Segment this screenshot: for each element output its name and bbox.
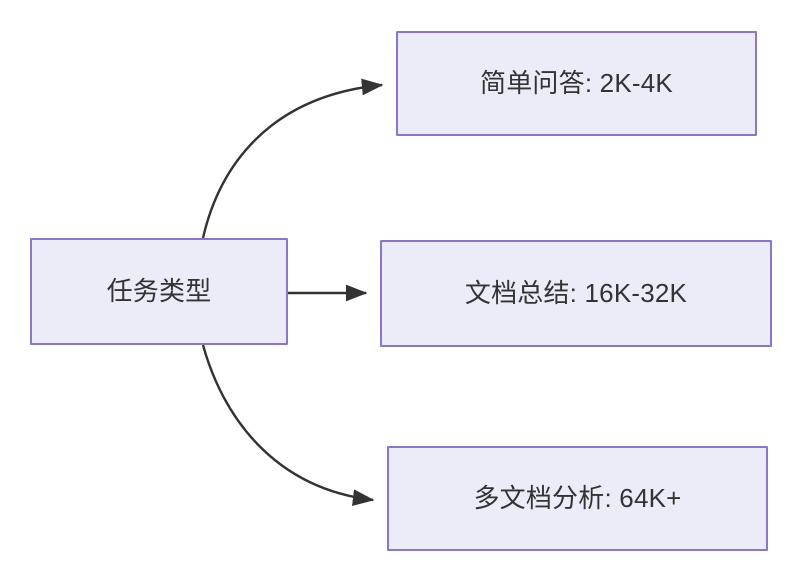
node-task-type-label: 任务类型 <box>106 275 212 306</box>
node-doc-summary-label: 文档总结: 16K-32K <box>464 277 688 308</box>
node-multi-doc-analysis[interactable]: 多文档分析: 64K+ <box>387 446 768 551</box>
node-task-type[interactable]: 任务类型 <box>30 238 288 345</box>
node-doc-summary[interactable]: 文档总结: 16K-32K <box>380 240 772 347</box>
node-simple-qa[interactable]: 简单问答: 2K-4K <box>396 31 757 136</box>
edge-to-simple-qa <box>201 78 384 239</box>
node-multi-doc-analysis-label: 多文档分析: 64K+ <box>473 482 682 513</box>
node-simple-qa-label: 简单问答: 2K-4K <box>480 67 673 98</box>
edge-to-multi-doc-analysis <box>201 344 375 506</box>
